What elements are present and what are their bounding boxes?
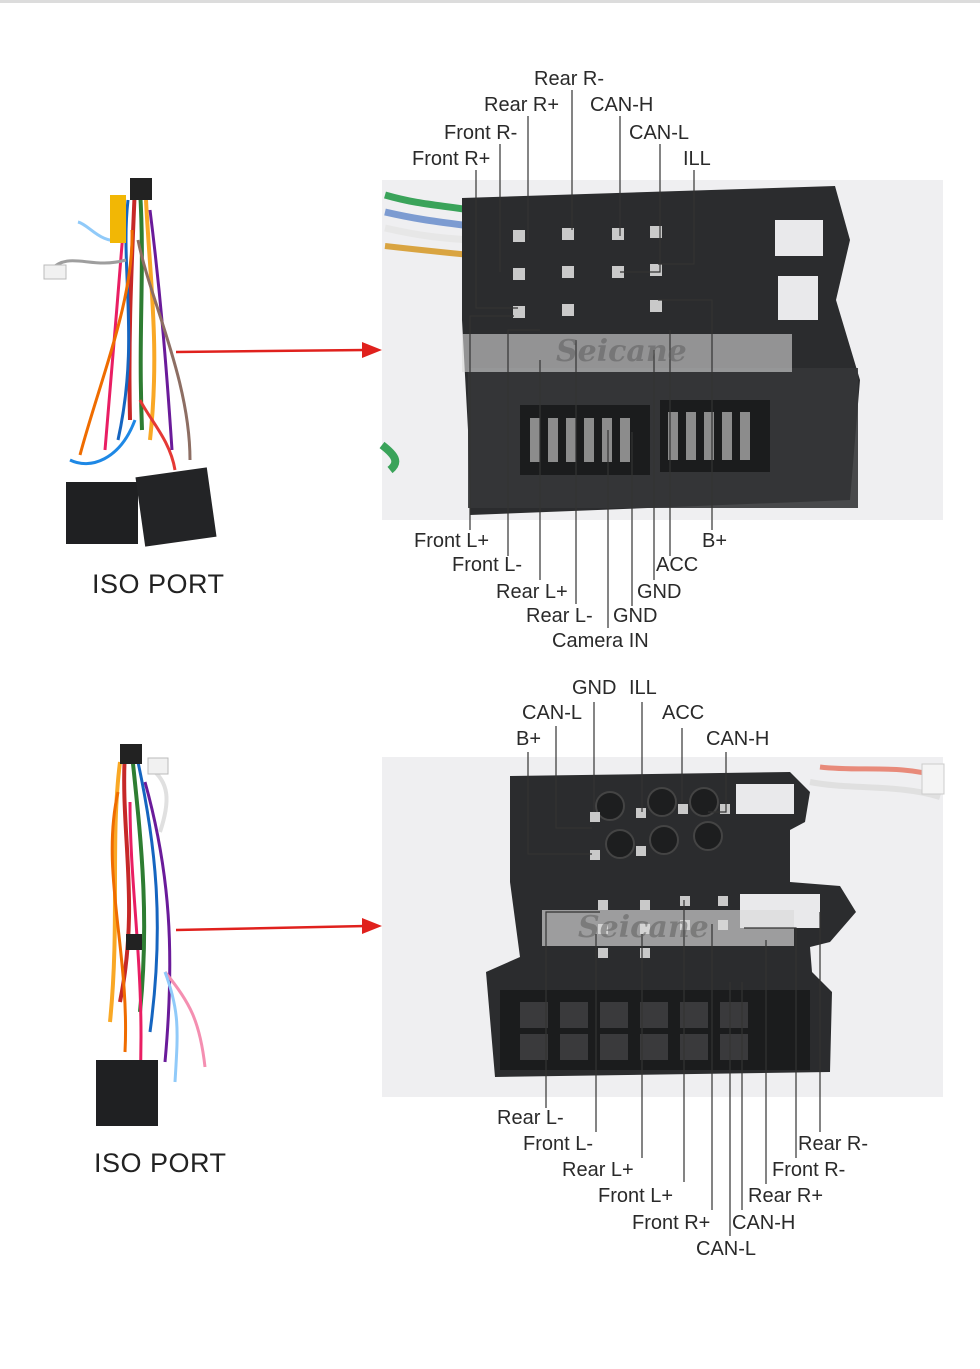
leader-lines-1-bottom: [469, 299, 713, 628]
top-rule: [0, 0, 980, 3]
label-rear-l-minus: Rear L-: [497, 1107, 564, 1129]
watermark-band-1: [462, 334, 792, 372]
label-front-l-minus: Front L-: [523, 1133, 594, 1155]
panel-1: Seicane Rear R- Rear R+ CAN-H Front R- C…: [0, 0, 980, 680]
label-front-r-minus: Front R-: [444, 122, 518, 144]
label-b-plus: B+: [516, 728, 542, 750]
label-front-l-minus: Front L-: [452, 554, 523, 576]
label-can-l: CAN-L: [629, 122, 690, 144]
harness-1: [43, 178, 217, 547]
label-rear-l-plus: Rear L+: [562, 1159, 634, 1181]
port-label-1: ISO PORT: [92, 569, 225, 599]
label-front-r-minus: Front R-: [772, 1159, 846, 1181]
label-can-h-bottom: CAN-H: [732, 1212, 796, 1234]
label-can-h: CAN-H: [706, 728, 770, 750]
label-gnd: GND: [572, 677, 617, 699]
label-camera-in: Camera IN: [552, 630, 649, 652]
panel-2-graphics: [96, 702, 945, 1236]
label-front-l-plus: Front L+: [414, 530, 490, 552]
label-rear-r-plus: Rear R+: [748, 1185, 824, 1207]
label-ill: ILL: [683, 148, 711, 170]
watermark-2: Seicane: [578, 910, 709, 945]
label-rear-r-minus: Rear R-: [534, 68, 605, 90]
leader-lines-1-top: [475, 90, 695, 309]
label-rear-l-plus: Rear L+: [496, 581, 568, 603]
label-can-l-bottom: CAN-L: [696, 1238, 757, 1260]
port-label-2: ISO PORT: [94, 1148, 227, 1178]
label-acc: ACC: [656, 554, 699, 576]
watermark-1: Seicane: [556, 334, 687, 369]
label-gnd-2: GND: [613, 605, 658, 627]
label-front-l-plus: Front L+: [598, 1185, 674, 1207]
label-rear-r-minus: Rear R-: [798, 1133, 869, 1155]
leader-lines-2-top: [527, 702, 727, 855]
panel-2: Seicane GND ILL CAN-L ACC B+ CAN-H Rear …: [0, 672, 980, 1352]
label-gnd-1: GND: [637, 581, 682, 603]
arrow-2: [175, 918, 382, 934]
label-rear-l-minus: Rear L-: [526, 605, 593, 627]
label-can-h: CAN-H: [590, 94, 654, 116]
panel-1-graphics: [43, 90, 943, 628]
label-front-r-plus: Front R+: [412, 148, 491, 170]
leader-lines-2-bottom: [545, 900, 821, 1236]
label-b-plus: B+: [702, 530, 728, 552]
label-front-r-plus: Front R+: [632, 1212, 711, 1234]
label-rear-r-plus: Rear R+: [484, 94, 560, 116]
arrow-1: [175, 342, 382, 358]
label-ill: ILL: [629, 677, 657, 699]
label-can-l: CAN-L: [522, 702, 583, 724]
harness-2: [96, 744, 207, 1126]
label-acc: ACC: [662, 702, 705, 724]
